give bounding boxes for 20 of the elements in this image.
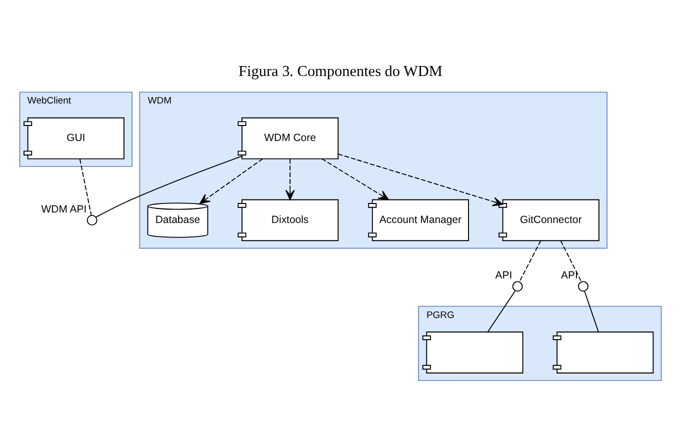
node-label: API bbox=[560, 270, 578, 282]
arrow bbox=[338, 154, 504, 206]
diagram-title: Figura 3. Componentes do WDM bbox=[238, 62, 442, 80]
connector bbox=[584, 290, 599, 332]
connector bbox=[487, 290, 516, 332]
connector bbox=[560, 240, 582, 282]
arrow bbox=[200, 158, 264, 204]
node-label: WDM API bbox=[41, 204, 87, 216]
connector bbox=[96, 156, 242, 218]
node-box bbox=[422, 332, 524, 374]
node-circle bbox=[512, 281, 523, 292]
cluster: PGRG bbox=[418, 306, 662, 382]
connector bbox=[519, 240, 542, 282]
arrow bbox=[285, 158, 295, 200]
node-circle bbox=[86, 214, 98, 226]
arrow bbox=[321, 158, 389, 200]
node-box bbox=[552, 332, 654, 374]
node-label: API bbox=[495, 270, 512, 282]
node-circle bbox=[578, 281, 588, 292]
connector bbox=[79, 158, 92, 216]
